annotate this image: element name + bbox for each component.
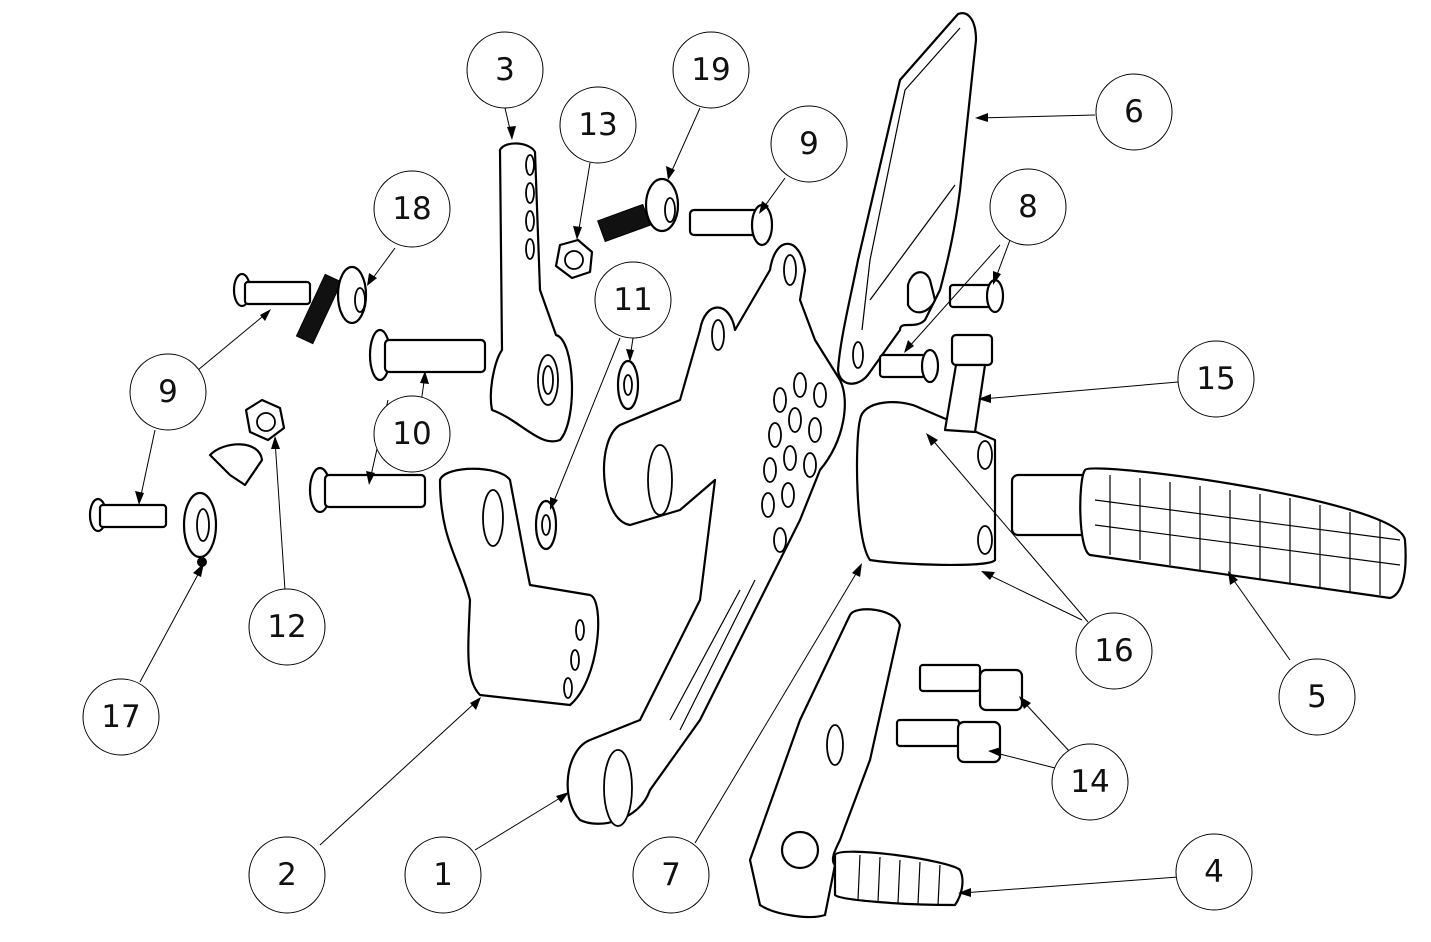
part-rod-end-upper: [597, 177, 680, 243]
balloon-13-label: 13: [578, 107, 617, 143]
part-linkage-arm: [438, 467, 600, 707]
balloon-1-label: 1: [433, 857, 453, 893]
balloon-15: 15: [1177, 340, 1255, 418]
balloon-18: 18: [373, 170, 451, 248]
balloon-2: 2: [248, 836, 326, 914]
balloon-14: 14: [1051, 743, 1129, 821]
part-bolt-upper: [688, 203, 774, 247]
balloon-3: 3: [466, 31, 544, 109]
part-washer-upper: [616, 359, 640, 411]
part-main-bracket: [566, 242, 846, 827]
balloon-1: 1: [404, 836, 482, 914]
balloon-6: 6: [1095, 73, 1173, 151]
balloon-7: 7: [632, 836, 710, 914]
part-shift-lever: [489, 142, 574, 443]
part-nut-upper: [554, 238, 594, 280]
part-peg-mount: [855, 333, 997, 567]
balloon-3-label: 3: [495, 52, 515, 88]
balloon-9-upper-label: 9: [799, 126, 819, 162]
balloon-8-label: 8: [1018, 189, 1038, 225]
balloon-4-label: 4: [1204, 854, 1224, 890]
part-screw-14-b: [895, 718, 1002, 764]
balloon-14-label: 14: [1070, 764, 1109, 800]
balloon-19: 19: [672, 31, 750, 109]
balloon-16: 16: [1075, 612, 1153, 690]
part-pin-upper: [368, 328, 487, 382]
balloon-16-label: 16: [1094, 633, 1133, 669]
balloon-8: 8: [989, 168, 1067, 246]
balloon-6-label: 6: [1124, 94, 1144, 130]
leader-lines: [135, 107, 1291, 897]
balloon-13: 13: [559, 86, 637, 164]
part-heel-guard: [836, 12, 978, 385]
balloon-9-upper: 9: [770, 105, 848, 183]
part-washer-lower: [534, 499, 558, 551]
balloon-12: 12: [248, 588, 326, 666]
balloon-15-label: 15: [1196, 361, 1235, 397]
balloon-17-label: 17: [101, 699, 140, 735]
balloon-17: 17: [82, 678, 160, 756]
balloon-10-label: 10: [392, 416, 431, 452]
part-screw-14-a: [918, 663, 1024, 712]
part-screw-heel-1: [948, 278, 1005, 314]
balloon-19-label: 19: [691, 52, 730, 88]
part-pin-lower: [308, 466, 427, 514]
balloon-7-label: 7: [661, 857, 681, 893]
part-footpeg: [1010, 467, 1407, 600]
balloon-11-label: 11: [613, 282, 652, 318]
balloon-2-label: 2: [277, 857, 297, 893]
balloon-9-left-label: 9: [158, 374, 178, 410]
part-rod-end-left: [295, 265, 368, 345]
part-bolt-left-upper: [232, 272, 312, 308]
part-bolt-left-lower: [88, 497, 168, 533]
balloon-5: 5: [1278, 658, 1356, 736]
balloon-12-label: 12: [267, 609, 306, 645]
balloon-18-label: 18: [392, 191, 431, 227]
balloon-9-left: 9: [129, 353, 207, 431]
balloon-10: 10: [373, 395, 451, 473]
balloon-11: 11: [594, 261, 672, 339]
part-rod-end-lower: [182, 443, 264, 567]
footpeg-knurl: [1094, 475, 1401, 595]
balloon-4: 4: [1175, 833, 1253, 911]
part-screw-heel-2: [878, 348, 940, 384]
part-pedal: [748, 608, 964, 919]
balloon-5-label: 5: [1307, 679, 1327, 715]
part-nut-lower: [244, 398, 286, 442]
bracket-lightening-holes: [761, 372, 827, 553]
